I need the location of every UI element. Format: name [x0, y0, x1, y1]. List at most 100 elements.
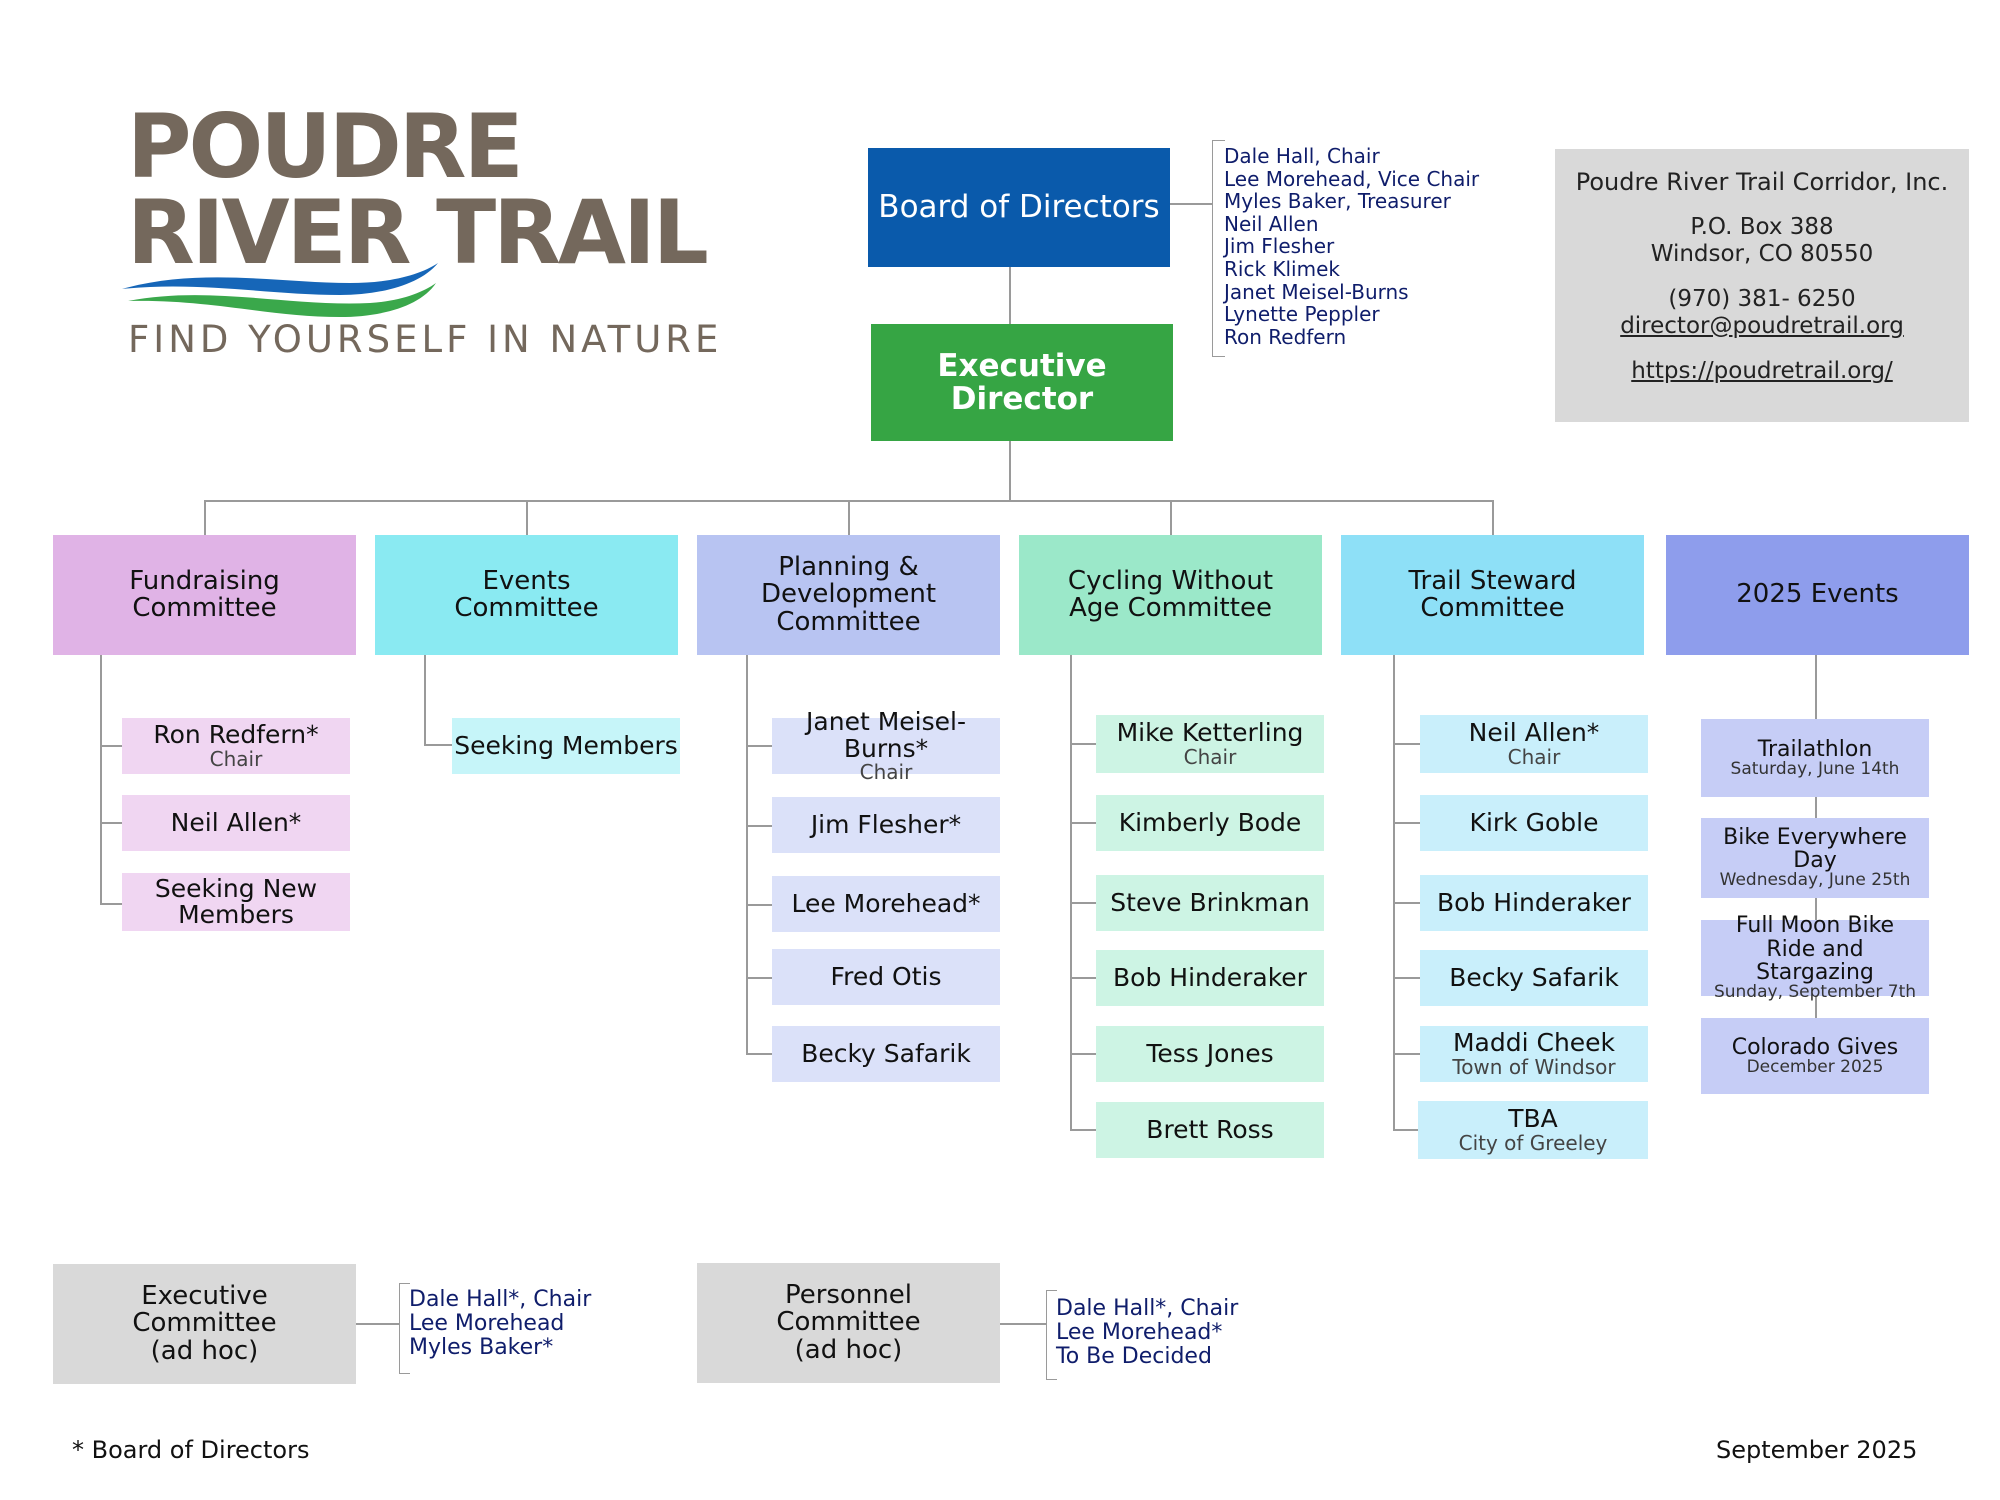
board-members-list: Dale Hall, Chair Lee Morehead, Vice Chai…	[1224, 145, 1479, 348]
member-role: City of Greeley	[1458, 1130, 1608, 1155]
member-role: Chair	[859, 759, 913, 784]
event-name: Trailathlon	[1757, 736, 1873, 762]
member-card[interactable]: Bob Hinderaker	[1096, 950, 1324, 1006]
logo-tagline: FIND YOURSELF IN NATURE	[128, 318, 723, 361]
event-card[interactable]: Trailathlon Saturday, June 14th	[1701, 719, 1929, 797]
personnel-committee-bracket	[1046, 1290, 1057, 1380]
committee-header-fundraising[interactable]: Fundraising Committee	[53, 535, 356, 655]
committee-title: Planning & Development Committee	[760, 552, 937, 637]
executive-committee-box[interactable]: Executive Committee (ad hoc)	[53, 1264, 356, 1384]
planning-tick	[746, 825, 772, 827]
cycling-tick	[1070, 977, 1096, 979]
member-name: Mike Ketterling	[1116, 718, 1304, 748]
executive-director-box[interactable]: Executive Director	[871, 324, 1173, 441]
event-date: Saturday, June 14th	[1730, 758, 1900, 779]
event-card[interactable]: Colorado Gives December 2025	[1701, 1018, 1929, 1094]
planning-tick	[746, 1053, 772, 1055]
member-name: Becky Safarik	[801, 1038, 971, 1068]
footnote-board-legend: * Board of Directors	[72, 1436, 310, 1464]
board-member: Neil Allen	[1224, 211, 1319, 236]
member-name: Lee Morehead*	[791, 888, 981, 918]
board-members-bracket	[1212, 140, 1225, 357]
member-card[interactable]: Becky Safarik	[772, 1026, 1000, 1082]
member-card[interactable]: Ron Redfern* Chair	[122, 718, 350, 774]
contact-address-1: P.O. Box 388	[1690, 214, 1834, 240]
logo-wave-icon	[122, 263, 438, 317]
committee-header-planning[interactable]: Planning & Development Committee	[697, 535, 1000, 655]
member-card[interactable]: Fred Otis	[772, 949, 1000, 1005]
member-card[interactable]: Kirk Goble	[1420, 795, 1648, 851]
member-card[interactable]: Tess Jones	[1096, 1026, 1324, 1082]
member-card[interactable]: Becky Safarik	[1420, 950, 1648, 1006]
planning-spine	[746, 655, 748, 1055]
event-card[interactable]: Bike Everywhere Day Wednesday, June 25th	[1701, 818, 1929, 898]
contact-address-2: Windsor, CO 80550	[1650, 241, 1874, 267]
adhoc-member: Dale Hall*, Chair	[409, 1287, 592, 1312]
member-card[interactable]: Mike Ketterling Chair	[1096, 715, 1324, 773]
member-name: Neil Allen*	[170, 807, 302, 837]
fundraising-spine	[100, 655, 102, 905]
board-member: Rick Klimek	[1224, 256, 1340, 281]
events-header[interactable]: 2025 Events	[1666, 535, 1969, 655]
adhoc-title: Personnel Committee (ad hoc)	[776, 1280, 921, 1365]
contact-email-link[interactable]: director@poudretrail.org	[1620, 313, 1904, 339]
member-name: Brett Ross	[1146, 1114, 1274, 1144]
member-card[interactable]: Bob Hinderaker	[1420, 875, 1648, 931]
member-name: Fred Otis	[830, 961, 942, 991]
committee-title: Fundraising Committee	[129, 565, 280, 623]
member-name: Kirk Goble	[1469, 807, 1599, 837]
member-card[interactable]: Neil Allen* Chair	[1420, 715, 1648, 773]
drop-cycling	[1170, 500, 1172, 535]
trail-steward-tick	[1393, 743, 1420, 745]
planning-tick	[746, 904, 772, 906]
member-role: Chair	[1507, 744, 1561, 769]
personnel-committee-connector	[1000, 1323, 1046, 1325]
board-members-connector	[1170, 203, 1212, 205]
adhoc-member: Myles Baker*	[409, 1335, 554, 1360]
member-card[interactable]: Lee Morehead*	[772, 876, 1000, 932]
footer-date: September 2025	[1716, 1436, 1918, 1464]
personnel-committee-box[interactable]: Personnel Committee (ad hoc)	[697, 1263, 1000, 1383]
board-of-directors-box[interactable]: Board of Directors	[868, 148, 1170, 267]
member-card[interactable]: Seeking New Members	[122, 873, 350, 931]
committee-header-trail-steward[interactable]: Trail Steward Committee	[1341, 535, 1644, 655]
event-name: Colorado Gives	[1731, 1034, 1899, 1060]
member-name: Kimberly Bode	[1118, 807, 1302, 837]
member-name: Bob Hinderaker	[1113, 962, 1307, 992]
member-card[interactable]: Maddi Cheek Town of Windsor	[1420, 1026, 1648, 1082]
member-card[interactable]: Seeking Members	[452, 718, 680, 774]
adhoc-member: To Be Decided	[1056, 1344, 1212, 1369]
logo: POUDRE RIVER TRAIL	[120, 95, 709, 365]
member-card[interactable]: Steve Brinkman	[1096, 875, 1324, 931]
personnel-committee-members: Dale Hall*, Chair Lee Morehead* To Be De…	[1056, 1297, 1238, 1369]
cycling-tick	[1070, 902, 1096, 904]
board-member: Lee Morehead, Vice Chair	[1224, 166, 1480, 191]
trail-steward-spine	[1393, 655, 1395, 1130]
adhoc-member: Lee Morehead*	[1056, 1320, 1223, 1345]
member-card[interactable]: Janet Meisel-Burns* Chair	[772, 709, 1000, 782]
member-card[interactable]: Kimberly Bode	[1096, 795, 1324, 851]
board-member: Lynette Peppler	[1224, 302, 1380, 327]
executive-committee-connector	[356, 1323, 399, 1325]
fundraising-tick	[100, 822, 122, 824]
committee-header-cycling[interactable]: Cycling Without Age Committee	[1019, 535, 1322, 655]
drop-planning	[848, 500, 850, 535]
member-name: Janet Meisel-Burns*	[806, 707, 966, 763]
board-member: Jim Flesher	[1224, 234, 1335, 259]
drop-events	[526, 500, 528, 535]
board-member: Myles Baker, Treasurer	[1224, 189, 1451, 214]
contact-website-link[interactable]: https://poudretrail.org/	[1631, 358, 1893, 384]
event-card[interactable]: Full Moon Bike Ride and Stargazing Sunda…	[1701, 914, 1929, 1001]
cycling-tick	[1070, 743, 1096, 745]
events-tick	[424, 744, 452, 746]
member-card[interactable]: Brett Ross	[1096, 1102, 1324, 1158]
member-card[interactable]: TBA City of Greeley	[1418, 1101, 1648, 1159]
member-card[interactable]: Neil Allen*	[122, 795, 350, 851]
member-card[interactable]: Jim Flesher*	[772, 797, 1000, 853]
fundraising-tick	[100, 745, 122, 747]
cycling-tick	[1070, 1129, 1096, 1131]
member-name: Steve Brinkman	[1110, 887, 1310, 917]
committee-header-events[interactable]: Events Committee	[375, 535, 678, 655]
contact-panel: Poudre River Trail Corridor, Inc. P.O. B…	[1555, 149, 1969, 422]
executive-committee-bracket	[399, 1283, 410, 1374]
